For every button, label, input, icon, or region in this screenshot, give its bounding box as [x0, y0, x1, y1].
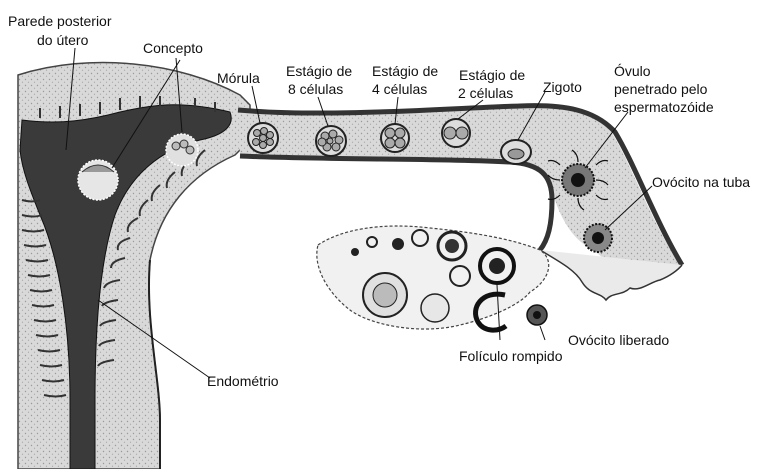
- eight-cell-stage: [316, 126, 346, 156]
- label-concepto: Concepto: [143, 40, 203, 56]
- label-ovulo-penetrado: Óvulo penetrado pelo espermatozóide: [614, 63, 714, 115]
- two-cell-stage: [442, 119, 470, 147]
- label-endometrio: Endométrio: [207, 373, 279, 389]
- label-ovocito-tuba: Ovócito na tuba: [652, 174, 750, 190]
- label-foliculo-rompido: Folículo rompido: [459, 348, 563, 364]
- label-posterior-wall: Parede posterior do útero: [8, 13, 115, 48]
- label-morula: Mórula: [217, 70, 260, 86]
- label-stage-2: Estágio de 2 células: [458, 67, 529, 101]
- label-stage-4: Estágio de 4 células: [372, 63, 442, 97]
- released-oocyte: [527, 305, 547, 325]
- label-zigoto: Zigoto: [543, 79, 582, 95]
- morula: [248, 123, 278, 153]
- label-stage-8: Estágio de 8 células: [286, 63, 356, 97]
- four-cell-stage: [381, 124, 409, 152]
- implanted-blastocyst: [78, 160, 118, 200]
- label-ovocito-liberado: Ovócito liberado: [568, 332, 669, 348]
- concepto: [166, 134, 198, 166]
- oocyte-in-tube: [584, 224, 612, 252]
- zygote: [501, 140, 531, 164]
